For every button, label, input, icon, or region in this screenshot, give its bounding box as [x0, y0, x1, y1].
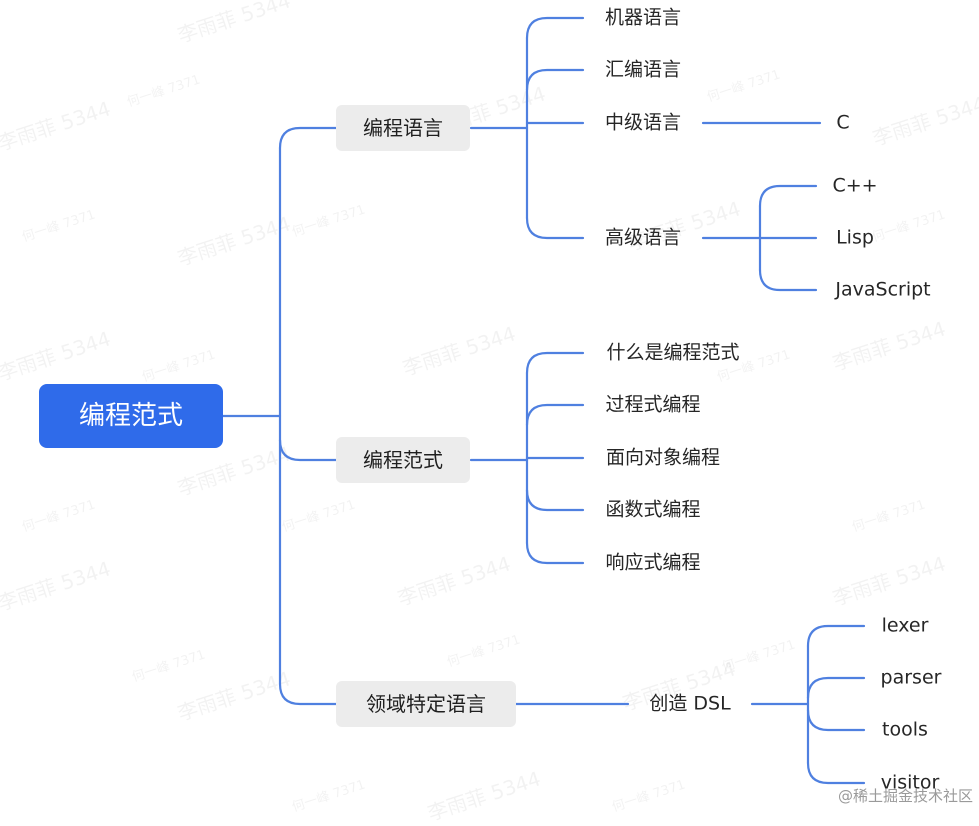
connector-to-visitor [806, 761, 866, 785]
connector-to-lexer [806, 624, 866, 648]
mindmap-root-node[interactable]: 编程范式 [39, 384, 223, 448]
connector-to-branch-2 [278, 438, 338, 462]
connector-to-branch-1 [278, 126, 338, 150]
connector-to-branch-3 [278, 682, 338, 706]
connector-to-响应式编程 [525, 541, 585, 565]
connector-to-高级语言 [525, 216, 585, 240]
leaf-node-create-dsl[interactable]: 创造 DSL [649, 692, 731, 715]
leaf-node-tools[interactable]: tools [882, 718, 928, 741]
leaf-node-lisp[interactable]: Lisp [836, 226, 874, 249]
connector-to-javascript [758, 268, 818, 292]
branch-node-dsl[interactable]: 领域特定语言 [336, 681, 516, 727]
leaf-node-reactive[interactable]: 响应式编程 [605, 551, 701, 574]
connector-to-cpp [758, 184, 818, 208]
leaf-node-high-level-language[interactable]: 高级语言 [604, 226, 682, 249]
leaf-node-lexer[interactable]: lexer [881, 614, 929, 637]
leaf-node-c[interactable]: C [836, 111, 850, 134]
leaf-node-cpp[interactable]: C++ [832, 174, 878, 197]
connector-to-tools [806, 708, 866, 732]
leaf-node-what-is-paradigm[interactable]: 什么是编程范式 [606, 341, 740, 364]
leaf-node-javascript[interactable]: JavaScript [835, 278, 931, 301]
connector-to-机器语言 [525, 16, 585, 40]
leaf-node-visitor[interactable]: visitor [880, 771, 940, 794]
branch-node-programming-paradigms[interactable]: 编程范式 [336, 437, 470, 483]
source-credit-watermark: @稀土掘金技术社区 [837, 787, 973, 805]
leaf-node-assembly-language[interactable]: 汇编语言 [604, 58, 682, 81]
connector-to-过程式编程 [525, 403, 585, 427]
connector-to-什么是编程范式 [525, 351, 585, 375]
leaf-node-object-oriented[interactable]: 面向对象编程 [605, 446, 721, 469]
leaf-node-parser[interactable]: parser [880, 666, 942, 689]
branch-node-programming-languages[interactable]: 编程语言 [336, 105, 470, 151]
leaf-node-procedural[interactable]: 过程式编程 [605, 393, 701, 416]
connector-to-汇编语言 [525, 68, 585, 92]
leaf-node-mid-level-language[interactable]: 中级语言 [604, 111, 682, 134]
connector-to-函数式编程 [525, 488, 585, 512]
connector-to-parser [806, 676, 866, 700]
leaf-node-functional[interactable]: 函数式编程 [605, 498, 701, 521]
leaf-node-machine-language[interactable]: 机器语言 [604, 6, 682, 29]
